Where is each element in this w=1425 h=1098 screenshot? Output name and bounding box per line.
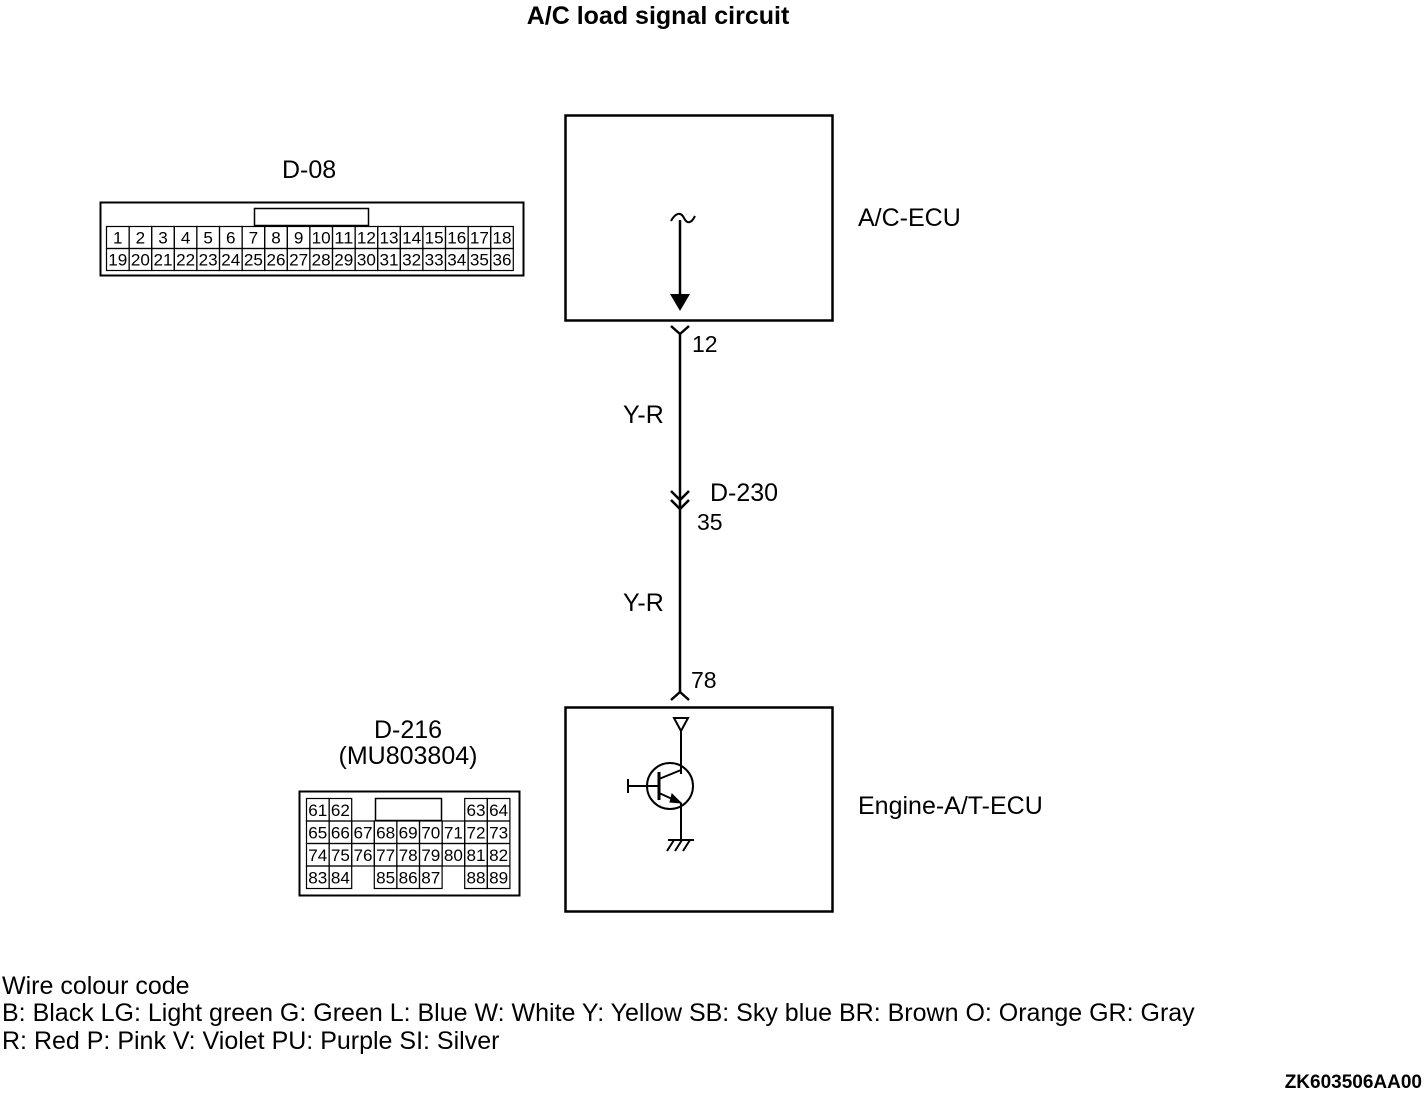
connector-pin-number: 30 xyxy=(357,251,376,270)
diagram-title: A/C load signal circuit xyxy=(526,2,790,30)
connector-pin-number: 28 xyxy=(312,251,331,270)
connector-pin-number: 6 xyxy=(226,229,236,248)
connector-pin-number: 18 xyxy=(492,229,511,248)
connector-pin-number: 73 xyxy=(489,823,508,842)
connector-pin-number: 82 xyxy=(489,846,508,865)
connector-pin-number: 36 xyxy=(492,251,511,270)
connector-pin-number: 23 xyxy=(199,251,218,270)
connector-pin-number: 63 xyxy=(466,801,485,820)
connector-pin-cell xyxy=(490,247,514,272)
connector-pin-number: 80 xyxy=(444,846,463,865)
connector-pin-number: 61 xyxy=(308,801,327,820)
connector-pin-number: 26 xyxy=(266,251,285,270)
connector-pin-number: 87 xyxy=(421,868,440,887)
wire-colour-code-line1: B: Black LG: Light green G: Green L: Blu… xyxy=(2,999,1195,1027)
wire-color-lower: Y-R xyxy=(623,589,664,617)
connector-pin-number: 81 xyxy=(466,846,485,865)
wire-colour-code-line2: R: Red P: Pink V: Violet PU: Purple SI: … xyxy=(2,1027,500,1055)
connector-pin-cell xyxy=(418,865,443,890)
connector-pin-number: 12 xyxy=(357,229,376,248)
connector-pin-number: 22 xyxy=(176,251,195,270)
wire-color-upper: Y-R xyxy=(623,401,664,429)
pin-12-terminal-icon xyxy=(670,325,690,336)
connector-pin-number: 68 xyxy=(376,823,395,842)
ac-ecu-pin-number: 12 xyxy=(692,331,718,357)
ac-ecu-box xyxy=(564,114,834,322)
connector-pin-number: 75 xyxy=(331,846,350,865)
connector-pin-number: 34 xyxy=(447,251,466,270)
figure-id: ZK603506AA00 xyxy=(1284,1072,1422,1093)
connector-pin-number: 13 xyxy=(379,229,398,248)
connector-pin-number: 17 xyxy=(470,229,489,248)
d216-connector-label: D-216 xyxy=(373,716,443,744)
connector-pin-number: 67 xyxy=(353,823,372,842)
connector-pin-number: 65 xyxy=(308,823,327,842)
connector-pin-number: 27 xyxy=(289,251,308,270)
connector-pin-number: 7 xyxy=(249,229,259,248)
transistor-icon xyxy=(627,717,694,852)
connector-pin-number: 77 xyxy=(376,846,395,865)
connector-pin-number: 4 xyxy=(181,229,191,248)
connector-pin-number: 25 xyxy=(244,251,263,270)
connector-pin-number: 3 xyxy=(158,229,168,248)
connector-pin-number: 29 xyxy=(334,251,353,270)
wire-colour-code-heading: Wire colour code xyxy=(2,972,190,1000)
connector-pin-number: 15 xyxy=(425,229,444,248)
connector-pin-number: 84 xyxy=(331,868,350,887)
connector-pin-number: 69 xyxy=(399,823,418,842)
connector-pin-number: 35 xyxy=(470,251,489,270)
connector-pin-number: 1 xyxy=(113,229,123,248)
connector-pin-number: 20 xyxy=(131,251,150,270)
connector-pin-number: 83 xyxy=(308,868,327,887)
connector-pin-number: 74 xyxy=(308,846,327,865)
connector-pin-number: 2 xyxy=(136,229,146,248)
engine-ecu-pin-number: 78 xyxy=(691,667,717,693)
connector-pin-number: 16 xyxy=(447,229,466,248)
connector-pin-number: 33 xyxy=(425,251,444,270)
connector-pin-number: 72 xyxy=(466,823,485,842)
connector-pin-number: 32 xyxy=(402,251,421,270)
connector-pin-cell xyxy=(486,865,511,890)
connector-pin-number: 86 xyxy=(399,868,418,887)
connector-pin-number: 10 xyxy=(312,229,331,248)
connector-pin-number: 64 xyxy=(489,801,508,820)
connector-pin-number: 9 xyxy=(294,229,304,248)
connector-pin-number: 70 xyxy=(421,823,440,842)
d230-connector-icon xyxy=(670,490,690,511)
ac-ecu-label: A/C-ECU xyxy=(858,204,961,232)
pin-78-terminal-icon xyxy=(670,690,690,701)
connector-pin-number: 31 xyxy=(379,251,398,270)
engine-ecu-box xyxy=(564,706,834,913)
connector-pin-number: 14 xyxy=(402,229,421,248)
connector-pin-number: 71 xyxy=(444,823,463,842)
connector-pin-number: 76 xyxy=(353,846,372,865)
d08-connector-label: D-08 xyxy=(282,156,337,184)
connector-pin-number: 88 xyxy=(466,868,485,887)
connector-pin-number: 19 xyxy=(108,251,127,270)
connector-pin-number: 79 xyxy=(421,846,440,865)
connector-pin-number: 11 xyxy=(334,229,353,248)
connector-pin-number: 66 xyxy=(331,823,350,842)
connector-pin-number: 21 xyxy=(153,251,172,270)
engine-ecu-label: Engine-A/T-ECU xyxy=(858,792,1043,820)
connector-pin-number: 8 xyxy=(271,229,281,248)
d230-connector-label: D-230 xyxy=(710,479,779,507)
d230-pin-number: 35 xyxy=(697,509,723,535)
connector-pin-number: 78 xyxy=(399,846,418,865)
connector-pin-number: 5 xyxy=(203,229,213,248)
connector-pin-cell xyxy=(328,865,353,890)
ac-signal-source-icon xyxy=(670,212,696,311)
connector-pin-number: 85 xyxy=(376,868,395,887)
connector-pin-number: 62 xyxy=(331,801,350,820)
d216-part-number: (MU803804) xyxy=(338,742,478,770)
connector-pin-number: 89 xyxy=(489,868,508,887)
connector-pin-number: 24 xyxy=(221,251,240,270)
